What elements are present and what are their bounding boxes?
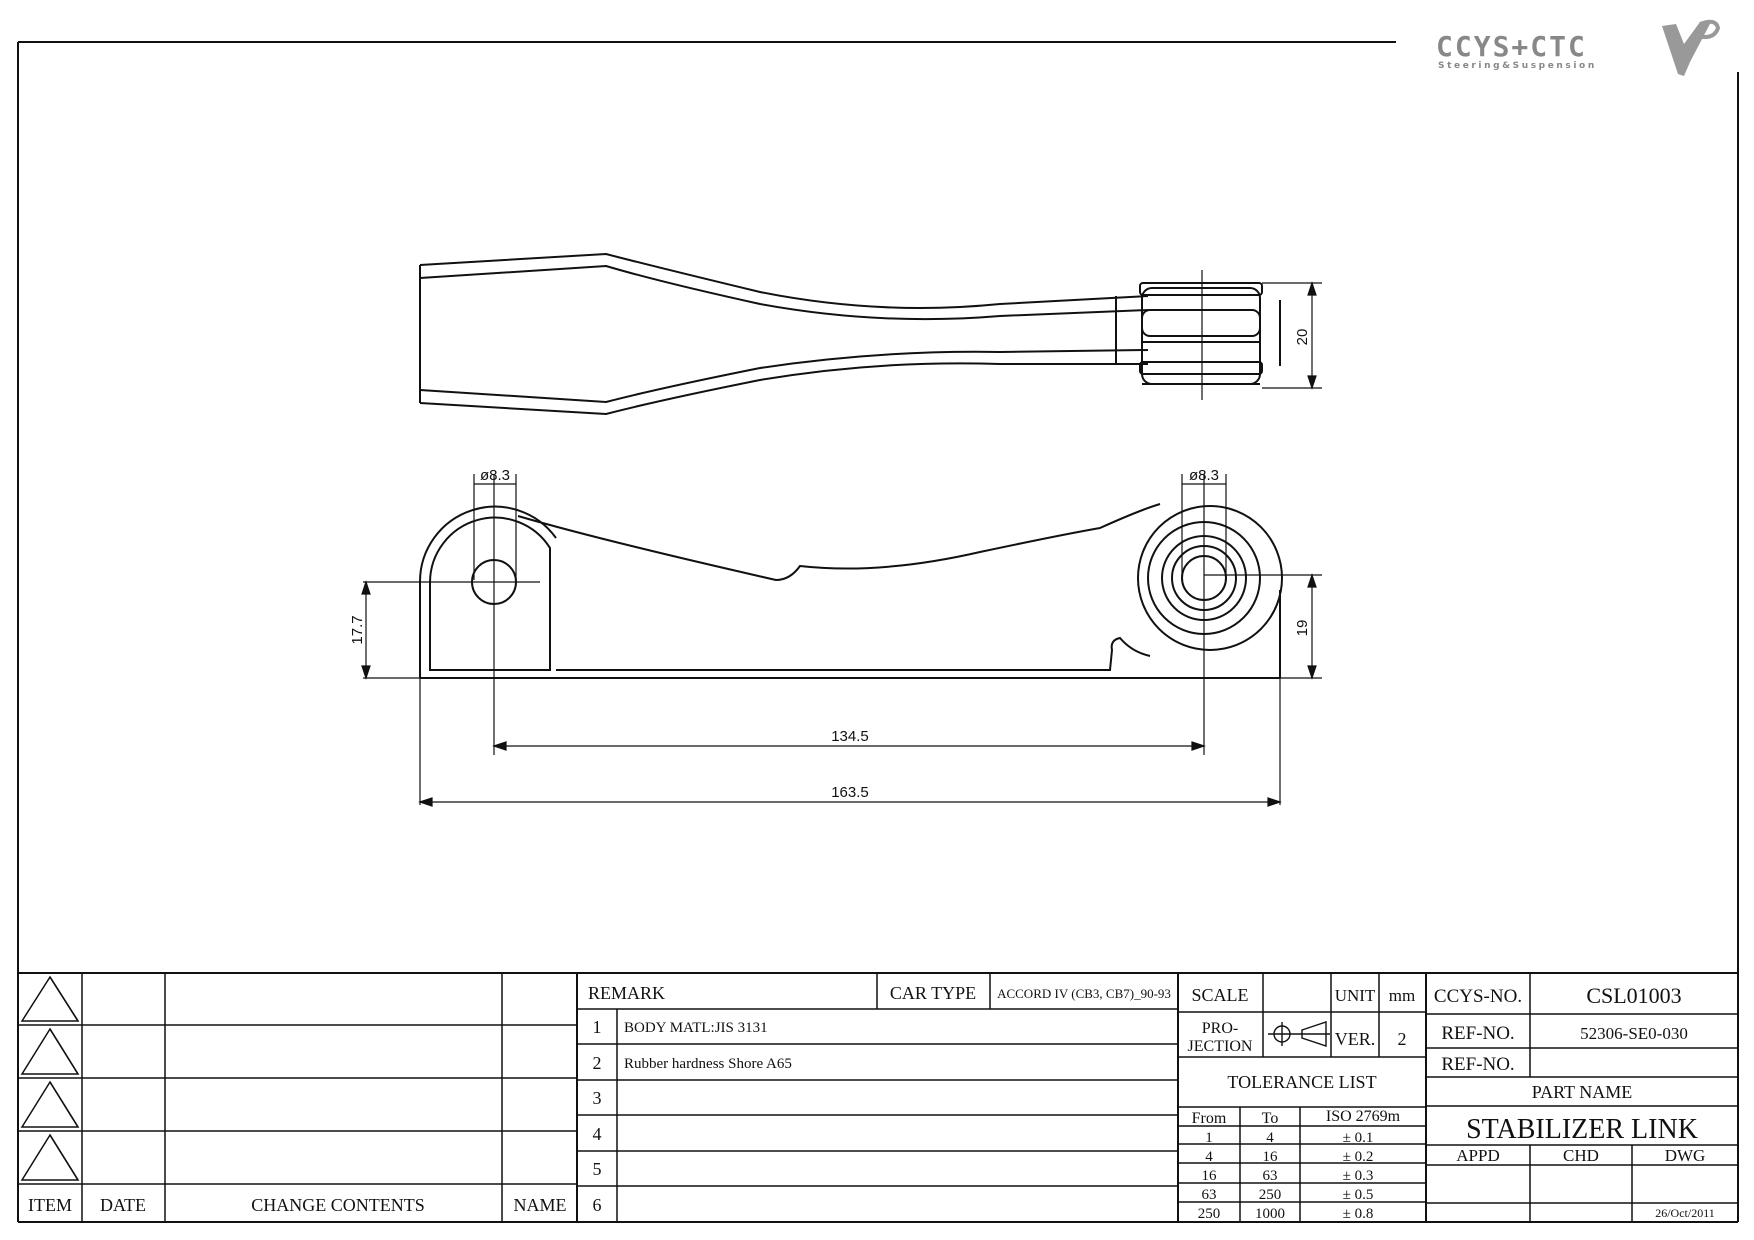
car-type-value: ACCORD IV (CB3, CB7)_90-93 xyxy=(997,986,1171,1001)
label-center-distance: 134.5 xyxy=(831,728,869,745)
remark-row-num: 5 xyxy=(593,1159,602,1179)
tolerance-header-from: From xyxy=(1192,1110,1227,1127)
ref-no-value: 52306-SE0-030 xyxy=(1580,1024,1688,1043)
tolerance-title: TOLERANCE LIST xyxy=(1227,1072,1376,1092)
label-left-height: 17.7 xyxy=(349,615,366,644)
label-hole-right: ø8.3 xyxy=(1189,467,1219,484)
car-type-label: CAR TYPE xyxy=(890,983,976,1003)
projection-symbol-icon xyxy=(1268,1021,1330,1047)
remark-row-num: 4 xyxy=(593,1124,602,1144)
tolerance-cell: 250 xyxy=(1259,1187,1282,1203)
remark-row-num: 1 xyxy=(593,1017,602,1037)
logo-tagline: Steering&Suspension xyxy=(1438,61,1597,71)
tolerance-cell: 1000 xyxy=(1255,1206,1285,1222)
appd-label: APPD xyxy=(1456,1146,1499,1165)
top-view xyxy=(419,252,1281,416)
unit-value: mm xyxy=(1389,986,1415,1005)
company-logo: CCYS+CTC Steering&Suspension xyxy=(1436,19,1721,76)
tolerance-cell: ± 0.8 xyxy=(1343,1206,1374,1222)
tolerance-cell: ± 0.2 xyxy=(1343,1149,1374,1165)
unit-label: UNIT xyxy=(1335,986,1376,1005)
title-block-grid xyxy=(18,972,1738,1222)
tolerance-cell: 1 xyxy=(1205,1130,1213,1146)
label-top-height: 20 xyxy=(1294,329,1311,346)
sheet-frame xyxy=(17,41,1739,1223)
label-hole-left: ø8.3 xyxy=(480,467,510,484)
chd-label: CHD xyxy=(1563,1146,1599,1165)
tolerance-header-iso: ISO 2769m xyxy=(1326,1108,1401,1125)
ver-value: 2 xyxy=(1398,1029,1407,1049)
remark-row-text: BODY MATL:JIS 3131 xyxy=(624,1020,768,1036)
tolerance-cell: 4 xyxy=(1205,1149,1213,1165)
part-name-value: STABILIZER LINK xyxy=(1466,1114,1698,1145)
ref-no2-label: REF-NO. xyxy=(1441,1054,1514,1075)
rev-header-date: DATE xyxy=(100,1195,146,1215)
ccys-no-value: CSL01003 xyxy=(1586,983,1681,1008)
remark-header: REMARK xyxy=(588,983,665,1003)
rev-header-change: CHANGE CONTENTS xyxy=(251,1195,425,1215)
tolerance-cell: ± 0.1 xyxy=(1343,1130,1374,1146)
scale-label: SCALE xyxy=(1191,985,1248,1005)
tolerance-cell: 16 xyxy=(1202,1168,1218,1184)
tolerance-cell: ± 0.3 xyxy=(1343,1168,1374,1184)
tolerance-cell: 63 xyxy=(1202,1187,1217,1203)
dimension-top-height xyxy=(1262,281,1322,390)
tolerance-cell: 250 xyxy=(1198,1206,1221,1222)
rev-header-name: NAME xyxy=(514,1195,567,1215)
part-name-label: PART NAME xyxy=(1532,1082,1632,1102)
tolerance-header-to: To xyxy=(1262,1110,1279,1127)
label-right-height: 19 xyxy=(1294,620,1311,637)
ccys-no-label: CCYS-NO. xyxy=(1434,986,1522,1007)
ref-no-label: REF-NO. xyxy=(1441,1023,1514,1044)
remark-row-num: 2 xyxy=(593,1053,602,1073)
projection-label-1: PRO- xyxy=(1202,1020,1238,1037)
remark-row-text: Rubber hardness Shore A65 xyxy=(624,1056,792,1072)
rev-header-item: ITEM xyxy=(28,1195,72,1215)
dwg-label: DWG xyxy=(1665,1146,1706,1165)
projection-label-2: JECTION xyxy=(1188,1038,1253,1055)
label-overall-length: 163.5 xyxy=(831,784,869,801)
side-view xyxy=(363,474,1322,805)
logo-brand: CCYS+CTC xyxy=(1436,30,1587,63)
side-dimension-arrows xyxy=(361,573,1317,807)
remark-row-num: 3 xyxy=(593,1088,602,1108)
ver-label: VER. xyxy=(1335,1029,1376,1049)
tolerance-cell: 63 xyxy=(1263,1168,1278,1184)
logo-emblem-icon xyxy=(1662,20,1712,76)
remark-row-num: 6 xyxy=(593,1195,602,1215)
tolerance-cell: ± 0.5 xyxy=(1343,1187,1374,1203)
tolerance-cell: 16 xyxy=(1263,1149,1279,1165)
tolerance-cell: 4 xyxy=(1266,1130,1274,1146)
drawing-date: 26/Oct/2011 xyxy=(1655,1206,1715,1220)
